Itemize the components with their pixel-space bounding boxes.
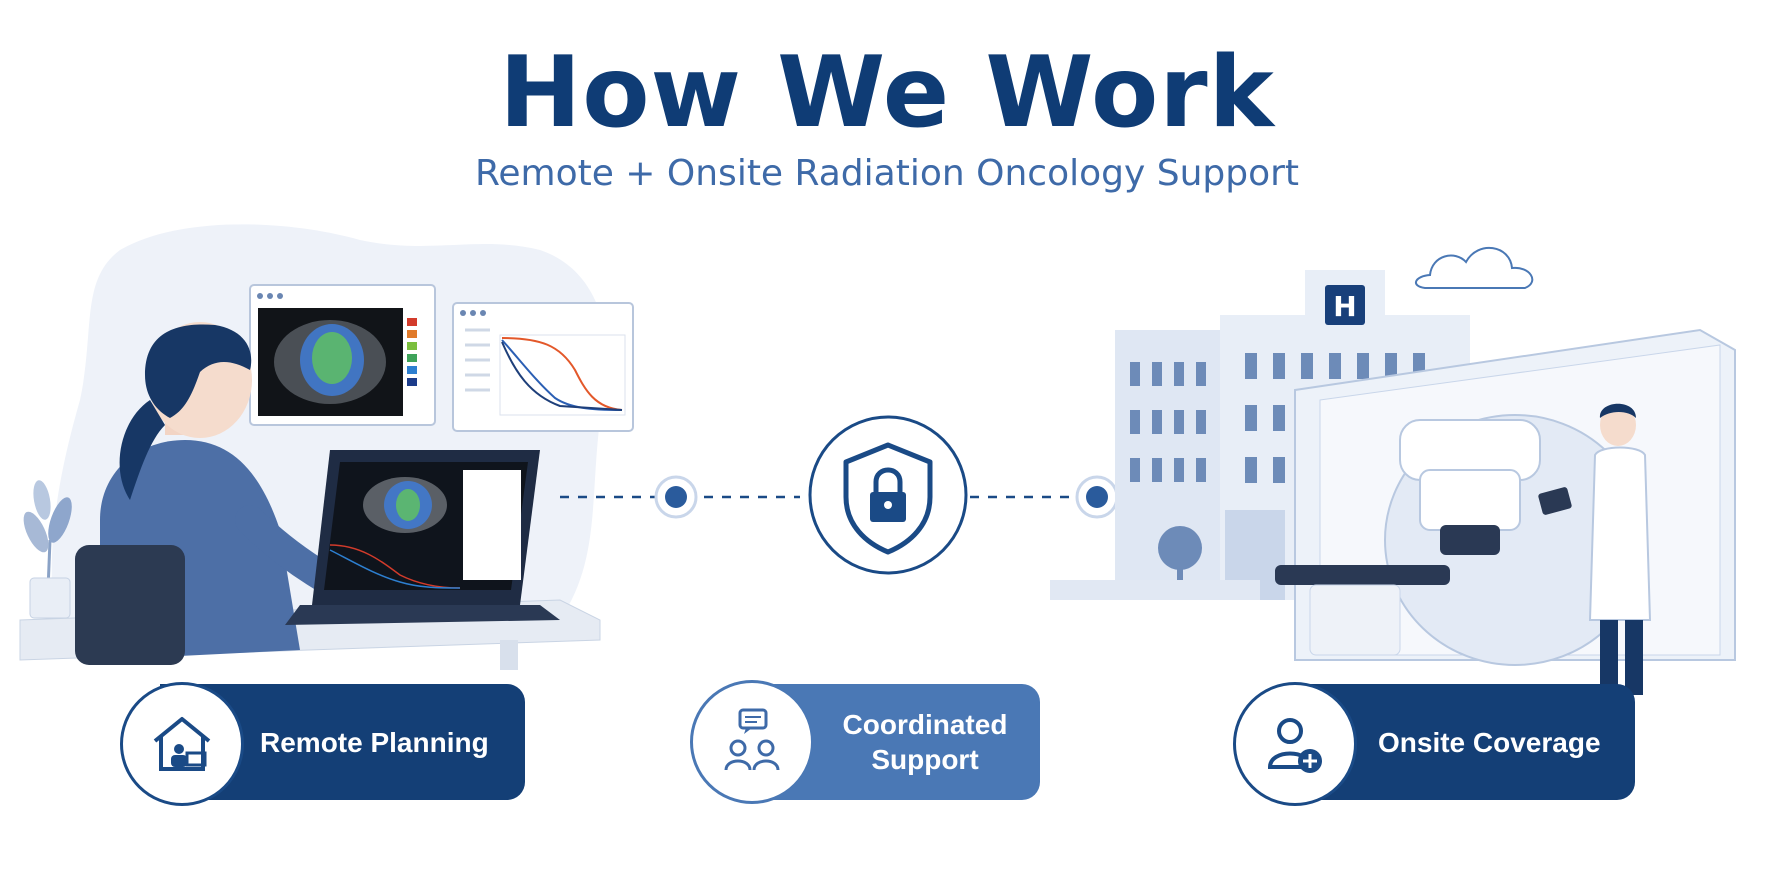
- laptop-illustration: [285, 450, 560, 625]
- doctor-illustration: [1538, 403, 1652, 695]
- dvh-chart-monitor: [452, 302, 634, 432]
- page-title: How We Work: [499, 36, 1275, 150]
- home-office-icon: [120, 682, 244, 806]
- card-label-onsite-coverage: Onsite Coverage: [1378, 726, 1601, 758]
- card-label-coordinated-support: Coordinated Support: [842, 709, 1008, 775]
- connection-line-left: [560, 475, 800, 519]
- hospital-sign: H: [1333, 290, 1356, 323]
- card-label-remote-planning: Remote Planning: [260, 726, 489, 758]
- planner-person-illustration: [75, 322, 403, 665]
- remote-workspace-illustration: [19, 224, 634, 670]
- add-user-icon: [1233, 682, 1357, 806]
- dose-map-monitor: [249, 284, 436, 426]
- team-chat-icon: [690, 680, 814, 804]
- plant-icon: [23, 480, 72, 619]
- page-subtitle: Remote + Onsite Radiation Oncology Suppo…: [474, 153, 1300, 194]
- shield-lock-icon: [808, 415, 968, 575]
